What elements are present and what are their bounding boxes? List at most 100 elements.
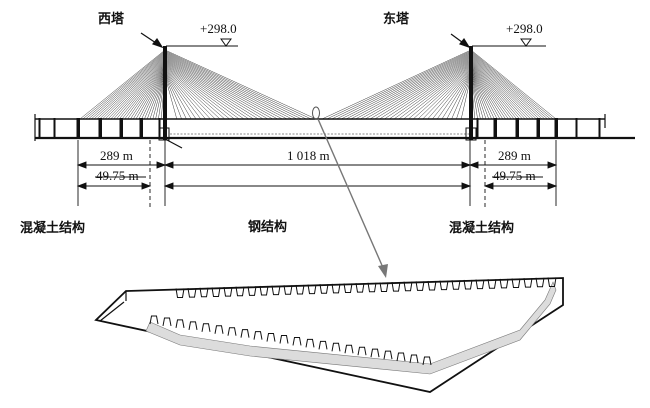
stay-cable xyxy=(164,66,230,120)
stay-cable xyxy=(470,62,517,120)
stay-cable xyxy=(470,69,495,120)
stay-cable xyxy=(355,56,472,120)
stay-cable xyxy=(365,57,472,120)
u-rib xyxy=(235,286,245,297)
stay-cable xyxy=(470,63,515,120)
stay-cable xyxy=(164,58,269,120)
u-rib xyxy=(188,321,198,330)
stay-cable xyxy=(164,67,221,120)
u-rib xyxy=(344,344,354,354)
stay-cable xyxy=(164,70,206,120)
west-tower xyxy=(158,46,183,149)
u-rib xyxy=(283,285,293,295)
stay-cable xyxy=(79,49,166,120)
u-rib xyxy=(240,329,250,338)
approach-pier xyxy=(575,118,578,138)
stay-cable xyxy=(470,68,498,120)
stay-cable xyxy=(470,66,506,120)
u-rib xyxy=(391,282,401,292)
stay-cable xyxy=(437,71,472,120)
stay-cable xyxy=(144,70,166,120)
approach-pier xyxy=(76,118,80,138)
approach-pier xyxy=(53,118,56,138)
stay-cable xyxy=(113,60,166,120)
stay-cable xyxy=(470,50,554,120)
u-rib xyxy=(305,338,315,348)
stay-cable xyxy=(422,68,472,120)
stay-cable xyxy=(336,52,472,120)
dimension-lines xyxy=(76,140,558,210)
stay-cable xyxy=(470,61,520,120)
stay-cable xyxy=(91,53,166,120)
stay-cable xyxy=(164,55,288,120)
stay-cable xyxy=(432,70,472,120)
segment-middle-label: 钢结构 xyxy=(248,220,288,235)
stay-cable xyxy=(441,72,472,120)
stay-cable xyxy=(393,63,472,120)
stay-cable xyxy=(408,66,472,120)
u-rib xyxy=(383,350,393,360)
u-rib xyxy=(379,282,389,292)
stay-cable xyxy=(470,66,503,120)
stay-cable xyxy=(360,57,472,120)
u-rib xyxy=(271,285,281,296)
stay-cable xyxy=(88,52,166,120)
approach-pier xyxy=(119,118,123,138)
west-elevation-label: +298.0 xyxy=(200,21,237,36)
tower-arrows xyxy=(140,32,471,49)
u-rib xyxy=(292,336,302,346)
stay-cable xyxy=(107,58,166,120)
stay-cable xyxy=(99,56,166,120)
east-tower xyxy=(465,46,477,141)
stay-cable xyxy=(164,68,216,120)
stay-cable xyxy=(164,54,293,120)
stay-cable xyxy=(398,64,472,120)
east-tower-label: 东塔 xyxy=(383,12,410,27)
u-rib xyxy=(259,285,269,296)
stay-cable xyxy=(164,65,235,120)
box-girder-section xyxy=(94,277,564,393)
stay-cable xyxy=(164,57,278,120)
u-rib xyxy=(451,280,461,290)
elevation-marker-west xyxy=(166,38,238,47)
bottom-flange-ribs xyxy=(149,315,432,366)
stay-cable xyxy=(164,71,201,120)
u-rib xyxy=(475,279,485,290)
sub-span-left-label: 49.75 m xyxy=(96,168,139,183)
stay-cable xyxy=(82,50,166,120)
stay-cable xyxy=(369,58,472,120)
stay-cable xyxy=(417,67,472,120)
stay-cable xyxy=(384,61,472,120)
approach-pier xyxy=(536,118,540,138)
stay-cable xyxy=(374,59,472,120)
stay-cable xyxy=(470,70,492,120)
u-rib xyxy=(367,282,377,293)
stay-cable xyxy=(470,57,534,120)
stay-cable xyxy=(345,54,472,120)
stay-cable xyxy=(350,55,472,120)
stay-cable xyxy=(379,60,472,120)
approach-pier xyxy=(598,118,601,138)
stay-cable xyxy=(121,63,166,120)
u-rib xyxy=(499,278,509,289)
stay-cable xyxy=(93,54,166,120)
u-rib xyxy=(427,280,437,291)
main-span-label: 1 018 m xyxy=(287,148,330,163)
detail-pointer xyxy=(312,106,388,278)
u-rib xyxy=(223,287,233,297)
stay-cable xyxy=(164,69,211,120)
stay-cable xyxy=(470,49,557,120)
u-rib xyxy=(162,317,172,327)
stay-cable xyxy=(389,62,472,120)
u-rib xyxy=(307,284,317,295)
stay-cable xyxy=(326,50,472,120)
u-rib xyxy=(355,283,365,293)
stay-cable xyxy=(149,72,166,120)
stay-cable xyxy=(470,56,537,120)
stay-cable xyxy=(470,58,529,120)
u-rib xyxy=(396,352,406,362)
stay-cable xyxy=(470,73,484,120)
u-rib xyxy=(422,356,432,366)
approach-pier xyxy=(139,118,143,138)
concrete-piers-west xyxy=(38,118,161,138)
